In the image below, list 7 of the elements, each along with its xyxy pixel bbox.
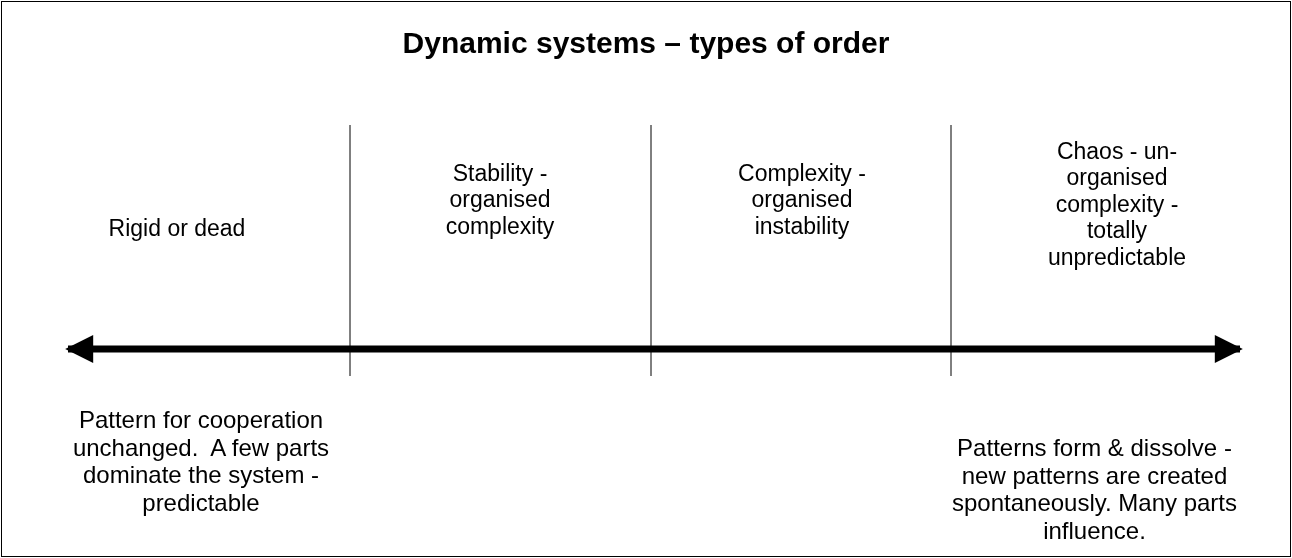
- zone-label: Rigid or dead: [107, 215, 247, 242]
- zone-label: Chaos - un-organised complexity - totally unpredictable: [1046, 138, 1188, 271]
- title: Dynamic systems – types of order: [401, 26, 891, 61]
- note-text: Pattern for cooperation unchanged. A few parts dominate the system - predictable: [71, 406, 331, 517]
- zone-label: Complexity - organised instability: [737, 160, 867, 240]
- note-text: Patterns form & dissolve - new patterns are created spontaneously. Many parts influence.: [950, 434, 1238, 545]
- zone-label: Stability - organised complexity: [444, 160, 556, 240]
